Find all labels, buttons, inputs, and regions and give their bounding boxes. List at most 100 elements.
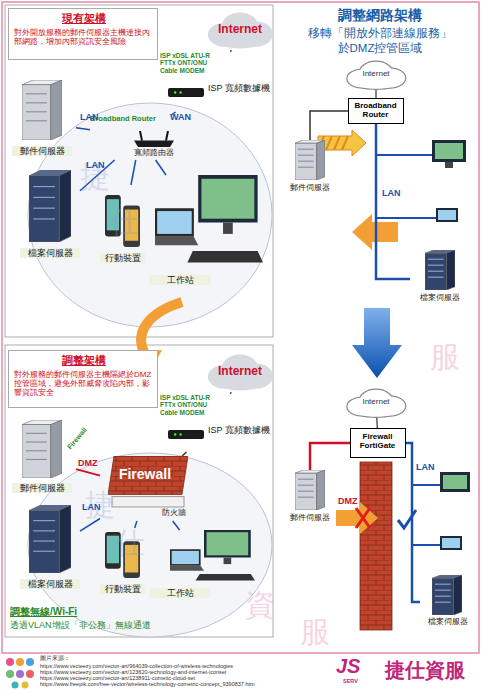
text-label: 透過VLAN增設「非公務」無線通道 [10,620,151,630]
connector [76,469,100,476]
monitor-symbol [432,140,466,162]
connector [131,160,136,185]
graphic-part [174,433,176,435]
graphic-part [298,485,314,486]
connector [156,160,166,175]
connector [310,443,350,470]
connector-label: LAN [416,462,435,472]
text-label: 仕 [115,526,145,561]
network-node: 檔案伺服器 [20,505,80,595]
graphic-part [170,549,201,566]
text-label: 捷仕資服 [385,659,465,682]
graphic-part [435,590,451,591]
icon-holder [134,131,174,147]
graphic-part [295,143,317,180]
icon-holder [295,140,325,180]
network-node: 調整架構對外服務的郵件伺服器主機隔絕於DMZ控管區域，避免外部威脅攻陷內部，影響… [8,350,158,408]
panel-frame [5,5,273,337]
graphic-part [33,540,55,541]
logo-dot [26,670,34,678]
graphic-part [428,259,444,260]
page-frame [2,2,479,653]
connector-label: LAN [382,188,401,198]
node-text: Firewall [108,466,182,482]
node-text: 郵件伺服器 [285,184,335,193]
connector [230,392,232,394]
graphic-part [51,80,62,140]
graphic-part [224,558,232,565]
network-node: Broadband Router [348,98,404,124]
node-text: 檔案伺服器 [20,579,80,589]
network-node: Firewall FortiGate [350,428,406,458]
node-text: 檔案伺服器 [420,618,475,627]
graphic-part [155,208,194,237]
network-node: 現有架構對外開放服務的郵件伺服器主機連接內部網路，增加內部資訊安全風險 [8,8,158,60]
node-text: Broadband Router [349,101,402,119]
network-node: 郵件伺服器 [8,80,76,165]
monitor-symbol [435,143,463,159]
node-text: ISP xDSL ATU-R FTTx ONT/ONU Cable MODEM [160,52,222,74]
node-text: 防火牆 [162,508,195,517]
node-text: 郵件伺服器 [12,483,72,493]
icon [22,80,62,140]
node-text: Internet [345,397,407,406]
graphic-part [22,425,51,478]
node-text: 郵件伺服器 [12,146,72,156]
network-node: Internet [345,388,407,418]
network-node: 郵件伺服器 [285,470,335,530]
text-label: JS [336,655,360,678]
graphic-part [134,141,174,147]
connector [310,111,348,140]
icon [29,170,71,242]
text-label: https://www.vecteezy.com/vector-art/1236… [40,669,226,675]
connector-label: LAN [86,160,105,170]
text-label: 調整網路架構 [285,7,475,23]
node-text: 行動裝置 [100,253,145,263]
graphic-part [59,170,71,242]
graphic-part [179,433,181,435]
icon [168,430,204,439]
graphic-part [317,140,325,180]
logo-dot [26,658,34,666]
icon-holder [29,170,71,242]
icon-holder [22,80,62,140]
monitor-symbol [438,210,456,220]
node-text: 檔案伺服器 [410,294,470,303]
connector [80,160,115,191]
traffic-arrow [318,130,366,156]
panel-frame [5,345,273,637]
graphic-part [428,277,444,278]
graphic-part [33,218,55,219]
connector-label: DMZ [78,458,98,468]
monitor-symbol [436,208,458,222]
block-mark [356,508,370,528]
text-label: 移轉「開放外部連線服務」 [285,27,475,40]
connector [182,452,186,456]
icon-holder [295,470,325,510]
logo-dot [16,670,24,678]
icon [29,505,71,573]
graphic-part [170,566,204,571]
connector-label: WAN [170,112,191,122]
graphic-part [432,578,454,615]
icon [432,575,462,615]
graphic-part [298,491,314,492]
node-text: 對外服務的郵件伺服器主機隔絕於DMZ控管區域，避免外部威脅攻陷內部，影響資訊安全 [14,370,154,398]
node-text: Broadband Router [90,115,162,124]
network-node: 工作站 [150,175,265,295]
text-label: 於DMZ控管區域 [285,42,475,55]
graphic-part [51,420,62,478]
connector [375,90,376,98]
graphic-part [33,520,55,521]
graphic-part [172,551,199,564]
graphic-part [428,265,444,266]
graphic-part [168,88,204,97]
connector-label: LAN [82,502,101,512]
graphic-part [298,161,314,162]
graphic-part [223,223,233,234]
blocked-arrow [336,502,378,534]
logo-dot [6,670,14,678]
graphic-part [140,131,142,141]
graphic-part [33,197,55,198]
